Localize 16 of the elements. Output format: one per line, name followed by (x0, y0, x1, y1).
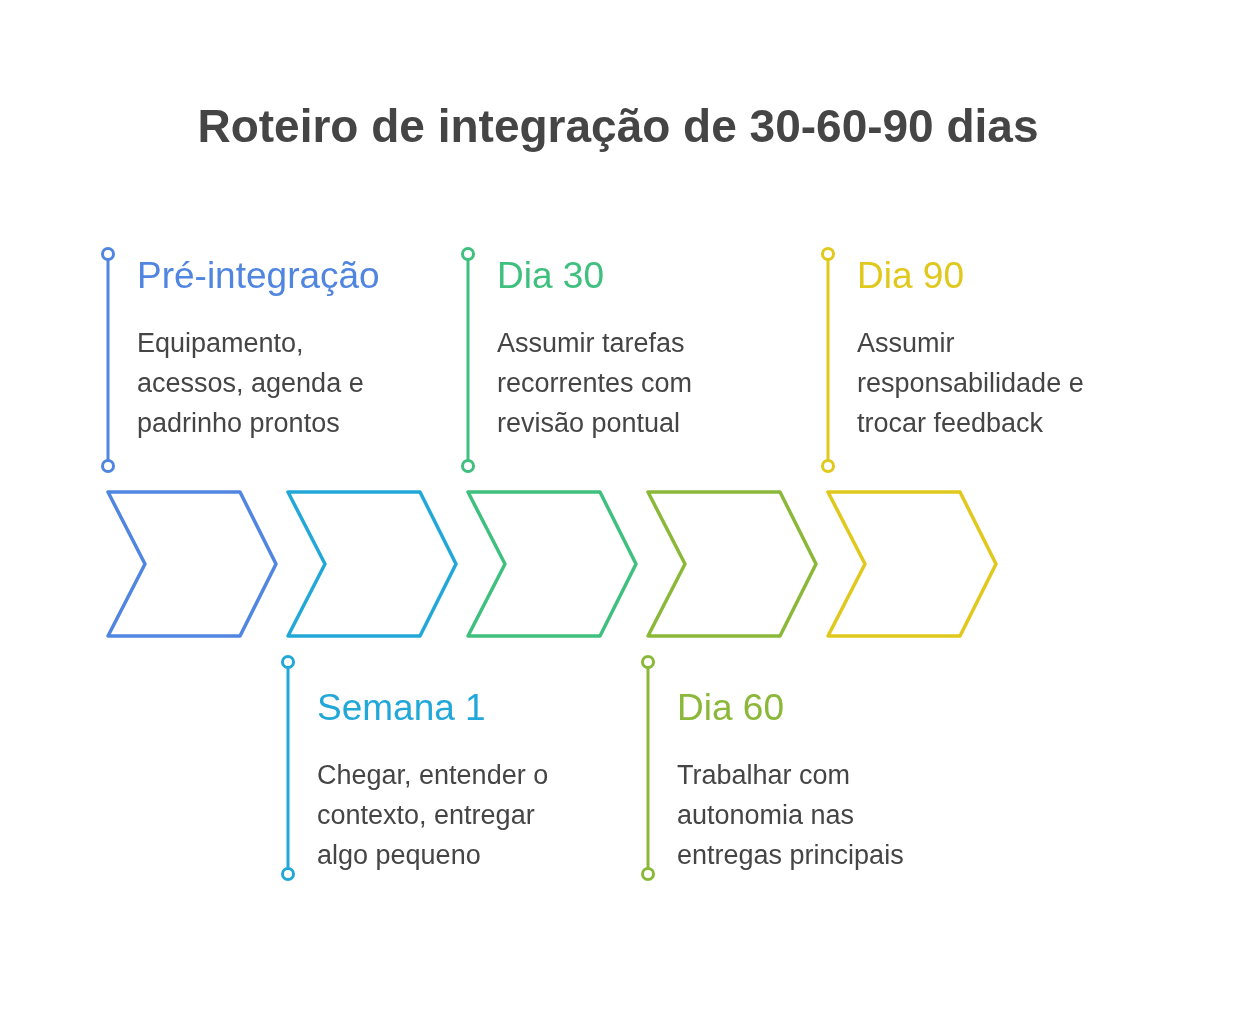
phase-heading: Dia 90 (857, 254, 964, 298)
chevron-shape (465, 489, 639, 639)
chevron-shape (285, 489, 459, 639)
phase-heading: Semana 1 (317, 686, 486, 730)
phase-description: Assumir tarefas recorrentes com revisão pontual (497, 327, 694, 440)
chevron-shape (645, 489, 819, 639)
chevron-shape (825, 489, 999, 639)
phase-description: Equipamento, acessos, agenda e padrinho prontos (137, 327, 365, 440)
diagram-title: Roteiro de integração de 30-60-90 dias (196, 99, 1040, 154)
phase-heading: Dia 60 (677, 686, 784, 730)
chevron-shape (105, 489, 279, 639)
phase-description: Trabalhar com autonomia nas entregas principais (677, 759, 905, 872)
phase-description: Chegar, entender o contexto, entregar algo pequeno (317, 759, 550, 872)
phase-heading: Pré-integração (137, 254, 380, 298)
phase-description: Assumir responsabilidade e trocar feedback (857, 327, 1085, 440)
phase-heading: Dia 30 (497, 254, 604, 298)
